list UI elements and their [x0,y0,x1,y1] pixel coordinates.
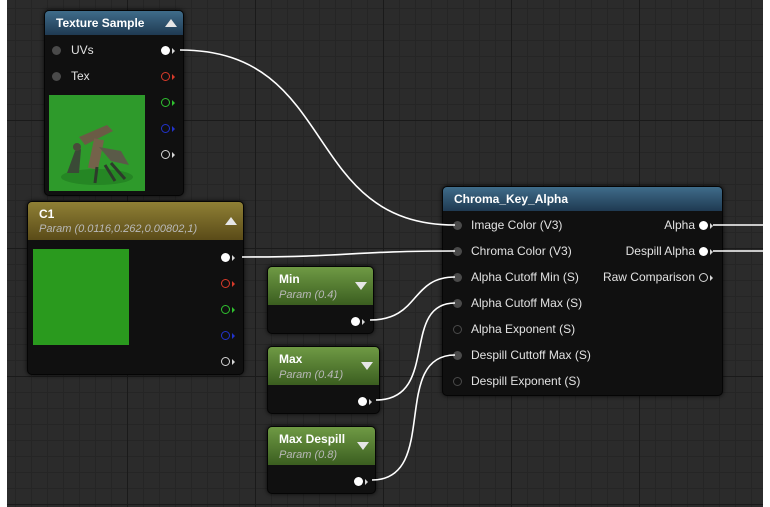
raw-comparison-output-label: Raw Comparison [602,270,695,284]
chroma-key-header[interactable]: Chroma_Key_Alpha [443,187,722,211]
rgb-output-arrow-icon [172,48,175,54]
rgb-output-pin[interactable] [221,253,230,262]
alpha-cutoff-max-input-label: Alpha Cutoff Max (S) [471,296,583,310]
node-subtitle: Param (0.8) [279,449,338,461]
chroma-color-input-label: Chroma Color (V3) [471,244,572,258]
value-output-pin[interactable] [354,477,363,486]
despill-alpha-output-arrow-icon [710,249,713,255]
raw-comparison-output-arrow-icon [710,275,713,281]
max-header[interactable]: Max Param (0.41) [268,347,379,385]
node-title: C1 [39,207,55,221]
tex-input-label: Tex [71,69,90,83]
node-title: Max Despill [279,432,346,446]
g-output-arrow-icon [232,307,235,313]
r-output-arrow-icon [172,74,175,80]
c1-header[interactable]: C1 Param (0.0116,0.262,0.00802,1) [28,202,243,240]
image-color-input-label: Image Color (V3) [471,218,563,232]
c1-vector-parameter-node[interactable]: C1 Param (0.0116,0.262,0.00802,1) [27,201,244,375]
chroma-color-input-pin[interactable] [453,247,462,256]
uvs-input-pin[interactable] [52,46,61,55]
node-title: Min [279,272,300,286]
despill-cutoff-max-input-label: Despill Cuttoff Max (S) [471,348,591,362]
despill-alpha-output-pin[interactable] [699,247,708,256]
expand-arrow-icon[interactable] [355,282,367,290]
a-output-pin[interactable] [161,150,170,159]
min-scalar-parameter-node[interactable]: Min Param (0.4) [267,266,374,334]
a-output-arrow-icon [172,152,175,158]
r-output-pin[interactable] [221,279,230,288]
r-output-pin[interactable] [161,72,170,81]
raw-comparison-output-pin[interactable] [699,273,708,282]
max-despill-scalar-parameter-node[interactable]: Max Despill Param (0.8) [267,426,376,494]
max-scalar-parameter-node[interactable]: Max Param (0.41) [267,346,380,414]
max-despill-header[interactable]: Max Despill Param (0.8) [268,427,375,465]
value-output-arrow-icon [362,319,365,325]
collapse-arrow-icon[interactable] [225,217,237,225]
despill-exponent-input-label: Despill Exponent (S) [471,374,581,388]
expand-arrow-icon[interactable] [357,442,369,450]
alpha-exponent-input-label: Alpha Exponent (S) [471,322,576,336]
texture-preview-image [49,95,145,191]
despill-exponent-input-pin[interactable] [453,377,462,386]
expand-arrow-icon[interactable] [361,362,373,370]
b-output-arrow-icon [172,126,175,132]
value-output-pin[interactable] [358,397,367,406]
uvs-input-label: UVs [71,43,94,57]
g-output-arrow-icon [172,100,175,106]
alpha-output-pin[interactable] [699,221,708,230]
value-output-arrow-icon [369,399,372,405]
rgb-output-arrow-icon [232,255,235,261]
alpha-output-arrow-icon [710,223,713,229]
texture-sample-header[interactable]: Texture Sample [45,11,183,35]
collapse-arrow-icon[interactable] [165,19,177,27]
b-output-pin[interactable] [161,124,170,133]
b-output-arrow-icon [232,333,235,339]
alpha-cutoff-min-input-label: Alpha Cutoff Min (S) [471,270,579,284]
r-output-arrow-icon [232,281,235,287]
node-title: Max [279,352,303,366]
color-swatch-preview [33,249,129,345]
value-output-pin[interactable] [351,317,360,326]
alpha-output-label: Alpha [664,218,695,232]
node-title: Texture Sample [56,16,145,30]
chroma-key-alpha-function-node[interactable]: Chroma_Key_Alpha Image Color (V3) Chroma… [442,186,723,396]
node-subtitle: Param (0.4) [279,289,338,301]
value-output-arrow-icon [365,479,368,485]
alpha-cutoff-min-input-pin[interactable] [453,273,462,282]
node-title: Chroma_Key_Alpha [454,192,569,206]
despill-cutoff-max-input-pin[interactable] [453,351,462,360]
g-output-pin[interactable] [161,98,170,107]
tex-input-pin[interactable] [52,72,61,81]
alpha-cutoff-max-input-pin[interactable] [453,299,462,308]
min-header[interactable]: Min Param (0.4) [268,267,373,305]
image-color-input-pin[interactable] [453,221,462,230]
rgb-output-pin[interactable] [161,46,170,55]
despill-alpha-output-label: Despill Alpha [625,244,695,258]
g-output-pin[interactable] [221,305,230,314]
node-subtitle: Param (0.0116,0.262,0.00802,1) [39,223,198,235]
texture-sample-node[interactable]: Texture Sample UVs Tex [44,10,184,196]
a-output-pin[interactable] [221,357,230,366]
node-subtitle: Param (0.41) [279,369,344,381]
alpha-exponent-input-pin[interactable] [453,325,462,334]
a-output-arrow-icon [232,359,235,365]
b-output-pin[interactable] [221,331,230,340]
